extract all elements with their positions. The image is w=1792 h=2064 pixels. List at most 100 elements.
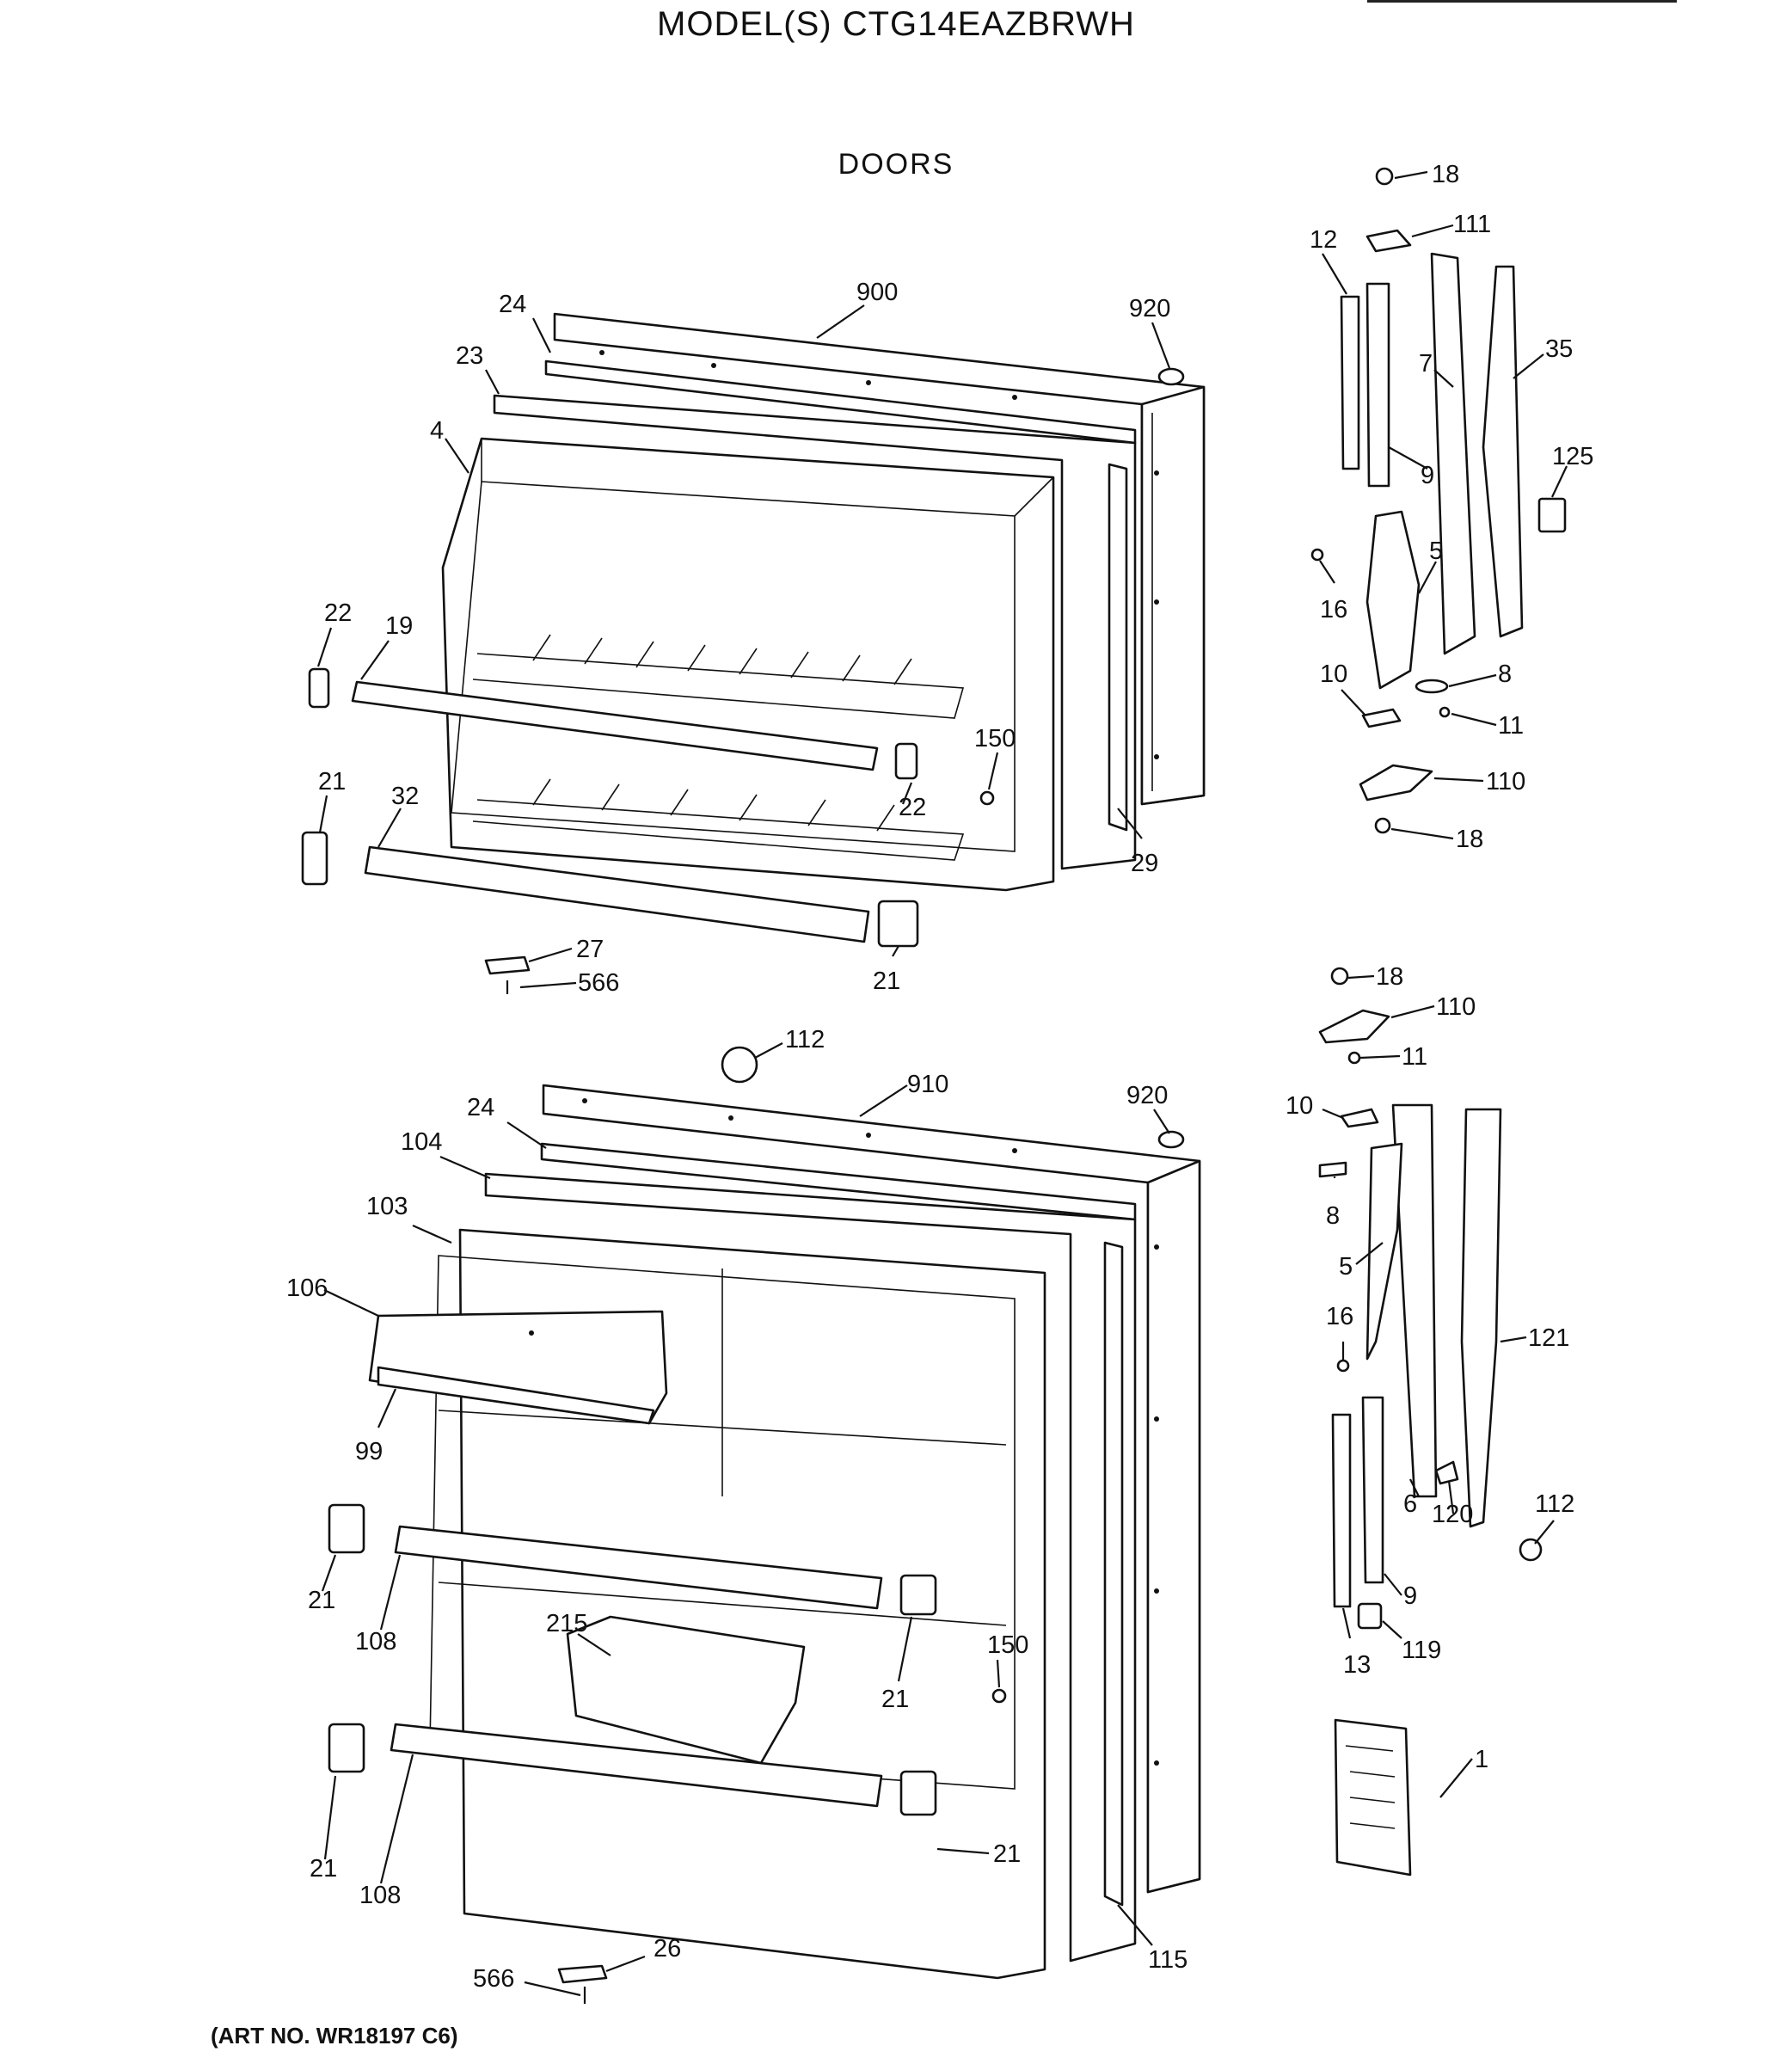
label-108-upper: 108 bbox=[355, 1628, 396, 1656]
label-8-lower: 8 bbox=[1326, 1202, 1340, 1230]
hinge-bar-6 bbox=[1391, 1103, 1438, 1498]
label-112: 112 bbox=[785, 1026, 825, 1054]
screw-11-lower bbox=[1347, 1051, 1361, 1065]
block-125 bbox=[1537, 497, 1567, 533]
label-920-lower: 920 bbox=[1126, 1082, 1168, 1109]
label-26: 26 bbox=[654, 1935, 681, 1963]
plug-112-top bbox=[721, 1046, 758, 1084]
label-32: 32 bbox=[391, 783, 419, 810]
hinge-111 bbox=[1365, 229, 1412, 253]
label-900: 900 bbox=[856, 279, 898, 306]
label-150-freezer: 150 bbox=[974, 725, 1016, 752]
egg-tray-215 bbox=[566, 1615, 806, 1765]
freezer-shelf-bar-19 bbox=[351, 680, 879, 771]
label-18-top: 18 bbox=[1432, 161, 1459, 188]
freezer-door-liner-4 bbox=[441, 437, 1055, 892]
label-21-fresh-c: 21 bbox=[310, 1855, 337, 1883]
plug-920-lower bbox=[1157, 1130, 1185, 1149]
freezer-cap-22-left bbox=[308, 667, 330, 709]
label-35: 35 bbox=[1545, 335, 1573, 363]
label-22-right: 22 bbox=[899, 794, 926, 821]
label-1: 1 bbox=[1475, 1746, 1488, 1773]
label-24: 24 bbox=[499, 291, 526, 318]
fresh-food-shelf-bar-108-upper bbox=[394, 1525, 883, 1610]
freezer-shelf-ribs bbox=[472, 634, 965, 861]
cap-10-lower bbox=[1340, 1108, 1379, 1128]
fresh-food-cap-21-b bbox=[899, 1574, 937, 1616]
label-13: 13 bbox=[1343, 1651, 1371, 1679]
callout-leaders bbox=[316, 170, 1568, 1997]
plug-112-side bbox=[1519, 1538, 1543, 1562]
label-150-fresh: 150 bbox=[987, 1631, 1028, 1659]
label-119: 119 bbox=[1402, 1637, 1441, 1664]
label-9-lower: 9 bbox=[1403, 1582, 1417, 1610]
fresh-food-gasket-104 bbox=[484, 1172, 1137, 1963]
trim-121 bbox=[1460, 1108, 1502, 1528]
label-566-freezer: 566 bbox=[578, 969, 619, 997]
label-12: 12 bbox=[1310, 226, 1337, 254]
label-11-upper: 11 bbox=[1498, 712, 1524, 740]
washer-8-lower bbox=[1318, 1161, 1347, 1178]
label-99: 99 bbox=[355, 1438, 383, 1465]
label-21-left: 21 bbox=[318, 768, 346, 796]
fresh-food-shelf-bar-108-lower bbox=[390, 1723, 883, 1808]
upper-hinge-hardware bbox=[1310, 167, 1567, 834]
handle-5-lower bbox=[1365, 1142, 1403, 1361]
gasket-strip-29 bbox=[1108, 463, 1128, 832]
channel-9-lower bbox=[1361, 1396, 1384, 1584]
label-8-upper: 8 bbox=[1498, 660, 1512, 688]
label-5-lower: 5 bbox=[1339, 1253, 1353, 1281]
hinge-bar-7 bbox=[1430, 252, 1476, 655]
clip-119 bbox=[1357, 1602, 1383, 1630]
section-title: DOORS bbox=[838, 148, 954, 181]
label-6: 6 bbox=[1403, 1490, 1417, 1518]
channel-9-upper bbox=[1365, 282, 1390, 488]
bracket-26 bbox=[557, 1964, 608, 1984]
page-title: MODEL(S) CTG14EAZBRWH bbox=[657, 5, 1135, 43]
label-24-lower: 24 bbox=[467, 1094, 494, 1121]
label-21-fresh-b: 21 bbox=[881, 1686, 909, 1713]
label-18-upper-bottom: 18 bbox=[1456, 826, 1483, 853]
bracket-27 bbox=[484, 955, 531, 975]
label-21-fresh-a: 21 bbox=[308, 1587, 335, 1614]
freezer-gasket-23 bbox=[493, 394, 1137, 870]
label-112-side: 112 bbox=[1535, 1490, 1574, 1518]
top-rule bbox=[1367, 0, 1677, 3]
label-115: 115 bbox=[1148, 1946, 1188, 1974]
screw-16-lower bbox=[1336, 1359, 1350, 1373]
fresh-food-door-assembly bbox=[328, 1046, 1201, 2004]
label-110-lower: 110 bbox=[1436, 993, 1476, 1021]
screw-150-freezer bbox=[979, 790, 995, 806]
label-5-upper: 5 bbox=[1429, 538, 1443, 565]
label-920: 920 bbox=[1129, 295, 1170, 322]
label-108-lower: 108 bbox=[359, 1882, 401, 1909]
label-120: 120 bbox=[1432, 1501, 1473, 1528]
label-111: 111 bbox=[1453, 211, 1491, 238]
label-11-lower: 11 bbox=[1402, 1043, 1427, 1071]
label-121: 121 bbox=[1528, 1324, 1569, 1352]
fresh-food-cap-21-a bbox=[328, 1503, 365, 1554]
label-23: 23 bbox=[456, 342, 483, 370]
lower-hinge-hardware bbox=[1318, 967, 1543, 1877]
gasket-strip-115 bbox=[1103, 1241, 1124, 1907]
label-106: 106 bbox=[286, 1275, 328, 1302]
art-number: (ART NO. WR18197 C6) bbox=[211, 2023, 458, 2049]
label-215: 215 bbox=[546, 1610, 587, 1637]
screw-150-fresh-food bbox=[991, 1688, 1007, 1704]
manual-1 bbox=[1334, 1718, 1412, 1877]
freezer-cap-21-right bbox=[877, 900, 919, 948]
label-104: 104 bbox=[401, 1128, 442, 1156]
screw-16-upper bbox=[1310, 548, 1324, 562]
label-19: 19 bbox=[385, 612, 413, 640]
label-18-lower: 18 bbox=[1376, 963, 1403, 991]
screw-18-upper-bottom bbox=[1374, 817, 1391, 834]
freezer-shelf-bar-32 bbox=[364, 845, 870, 943]
label-29: 29 bbox=[1131, 850, 1158, 877]
freezer-cap-21-left bbox=[301, 831, 328, 886]
washer-8-upper bbox=[1415, 679, 1449, 694]
label-7: 7 bbox=[1419, 350, 1433, 378]
label-103: 103 bbox=[366, 1193, 408, 1220]
label-21-right: 21 bbox=[873, 968, 900, 995]
label-16-upper: 16 bbox=[1320, 596, 1347, 624]
